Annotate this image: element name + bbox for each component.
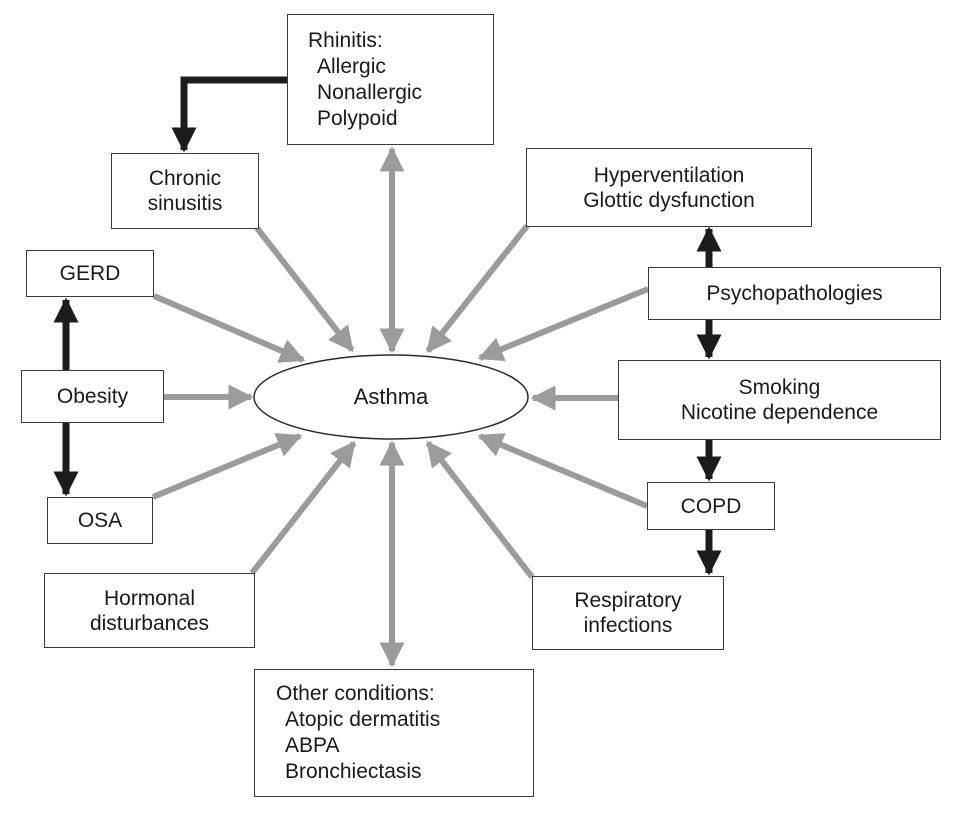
sinusitis-line: Chronic (148, 167, 222, 190)
arrow-hormonal-asthma (249, 441, 357, 575)
smoking-line: Smoking (738, 376, 821, 399)
asthma-ellipse (253, 354, 529, 440)
arrow-copd-asthma (477, 433, 649, 509)
psycho-label: Psychopathologies (706, 282, 883, 305)
node-obesity: Obesity (21, 370, 164, 423)
smoking-line: Nicotine dependence (680, 401, 879, 424)
arrow-osa-asthma (151, 433, 303, 500)
rhinitis-item: Nonallergic (317, 80, 423, 104)
asthma-label: Asthma (353, 384, 429, 409)
node-rhinitis: Rhinitis: Allergic Nonallergic Polypoid (287, 14, 494, 145)
respiratory-line: infections (583, 614, 673, 637)
node-copd: COPD (647, 482, 775, 530)
arrow-rhinitis-sinusitis (171, 76, 287, 153)
node-hormonal-disturbances: Hormonal disturbances (44, 573, 255, 648)
arrow-sinusitis-asthma (254, 226, 355, 352)
hormonal-line: Hormonal (103, 586, 196, 610)
node-other-conditions: Other conditions: Atopic dermatitis ABPA… (254, 669, 534, 797)
node-gerd: GERD (26, 250, 154, 297)
node-hyperventilation: Hyperventilation Glottic dysfunction (526, 148, 812, 227)
arrow-respiratory-asthma (425, 441, 535, 579)
other-item: Bronchiectasis (285, 760, 422, 783)
arrow-psycho-asthma (477, 286, 650, 362)
hormonal-line: disturbances (89, 611, 210, 635)
node-osa: OSA (47, 497, 153, 544)
sinusitis-line: sinusitis (147, 192, 223, 215)
node-smoking: Smoking Nicotine dependence (618, 360, 941, 440)
obesity-label: Obesity (56, 385, 129, 408)
other-item: ABPA (285, 734, 340, 757)
osa-label: OSA (77, 509, 123, 532)
node-chronic-sinusitis: Chronic sinusitis (111, 153, 259, 229)
arrow-gerd-asthma (152, 293, 306, 363)
hyperventilation-line: Glottic dysfunction (583, 188, 755, 212)
other-title: Other conditions: (276, 682, 435, 705)
rhinitis-title: Rhinitis: (308, 28, 383, 52)
rhinitis-item: Polypoid (317, 106, 398, 130)
arrow-hyperventilation-asthma (425, 224, 530, 353)
rhinitis-item: Allergic (317, 54, 386, 78)
copd-label: COPD (680, 494, 742, 518)
gerd-label: GERD (59, 262, 121, 285)
node-psychopathologies: Psychopathologies (648, 267, 941, 320)
respiratory-line: Respiratory (574, 589, 682, 612)
other-item: Atopic dermatitis (285, 708, 441, 731)
hyperventilation-line: Hyperventilation (593, 163, 745, 187)
node-respiratory-infections: Respiratory infections (532, 576, 724, 650)
